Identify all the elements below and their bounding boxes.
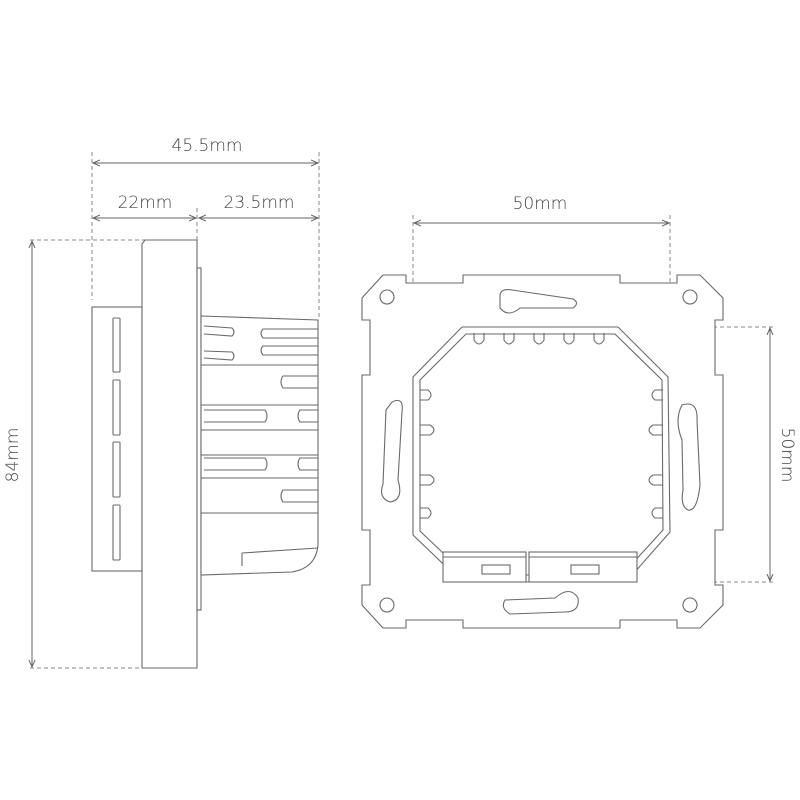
module-width-label: 50mm	[513, 194, 568, 214]
side-dimension-lines	[30, 152, 320, 669]
front-buttons	[91, 306, 143, 572]
total-depth-label: 45.5mm	[172, 136, 243, 156]
terminal-clips	[420, 333, 663, 519]
connectors	[442, 551, 638, 583]
rear-body	[200, 315, 319, 576]
module-body	[412, 326, 671, 583]
module-height-label: 50mm	[777, 428, 797, 483]
front-view: 50mm 50mm	[361, 194, 797, 629]
mounting-holes	[379, 289, 698, 613]
front-plate	[141, 239, 198, 669]
front-depth-label: 22mm	[118, 193, 173, 213]
plate-rear-strip	[196, 267, 202, 611]
back-depth-label: 23.5mm	[224, 193, 295, 213]
side-view: 45.5mm 22mm 23.5mm 84mm	[3, 136, 320, 669]
screw-slots	[381, 289, 701, 615]
height-label: 84mm	[3, 428, 23, 483]
